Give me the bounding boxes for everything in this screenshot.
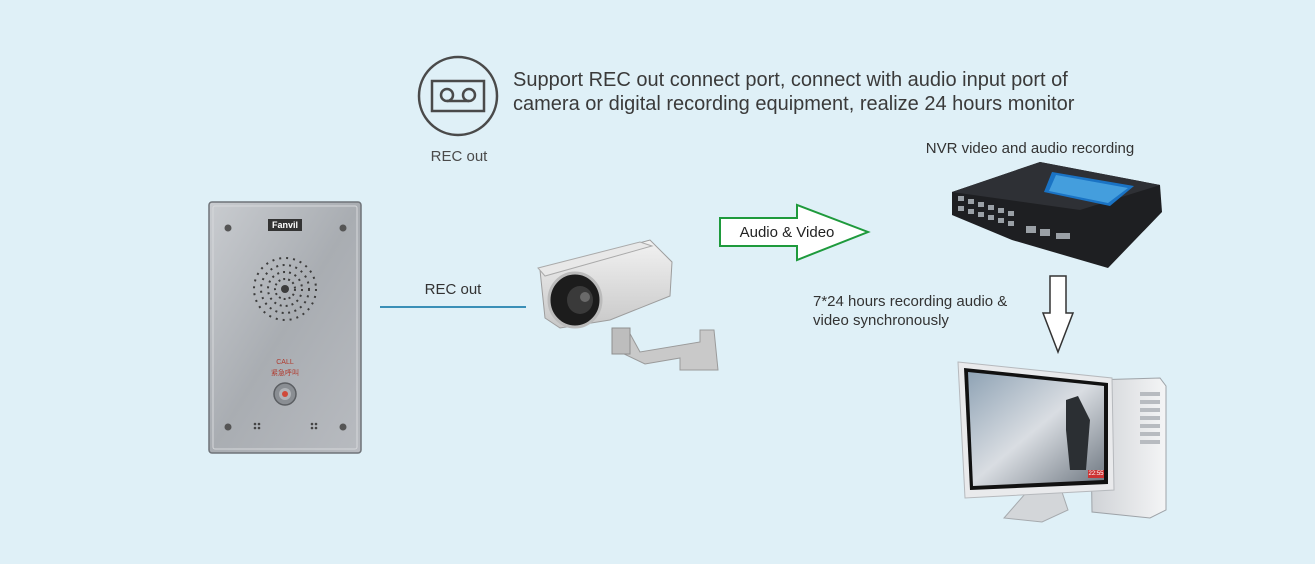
sync-caption-line-1: 7*24 hours recording audio & — [813, 293, 1008, 310]
security-camera-image — [537, 239, 719, 371]
nvr-recorder-image — [952, 162, 1162, 268]
rec-out-icon-caption: REC out — [430, 148, 488, 165]
monitor-workstation-image — [957, 361, 1167, 523]
sync-recording-caption: 7*24 hours recording audio & video synch… — [813, 292, 1053, 330]
cassette-icon — [417, 55, 499, 137]
monitor-overlay-badge: 22:55 — [1088, 471, 1104, 477]
screw-icon — [224, 224, 347, 431]
rec-out-line-label: REC out — [424, 281, 482, 298]
headline: Support REC out connect port, connect wi… — [513, 68, 1273, 116]
headline-line-1: Support REC out connect port, connect wi… — [513, 69, 1068, 91]
door-phone-device — [208, 201, 362, 454]
sync-caption-line-2: video synchronously — [813, 312, 949, 329]
call-button-icon — [273, 382, 297, 406]
call-label: CALL — [276, 359, 294, 366]
down-arrow — [1041, 275, 1075, 355]
audio-video-arrow — [719, 203, 871, 262]
mic-hole-icon — [253, 422, 318, 430]
audio-video-label: Audio & Video — [739, 224, 835, 241]
headline-line-2: camera or digital recording equipment, r… — [513, 93, 1075, 115]
nvr-port-icon — [958, 196, 1070, 239]
speaker-grille-icon — [253, 257, 317, 321]
call-sublabel: 紧急呼叫 — [271, 370, 299, 377]
nvr-caption: NVR video and audio recording — [925, 140, 1135, 157]
brand-logo: Fanvil — [271, 220, 298, 230]
